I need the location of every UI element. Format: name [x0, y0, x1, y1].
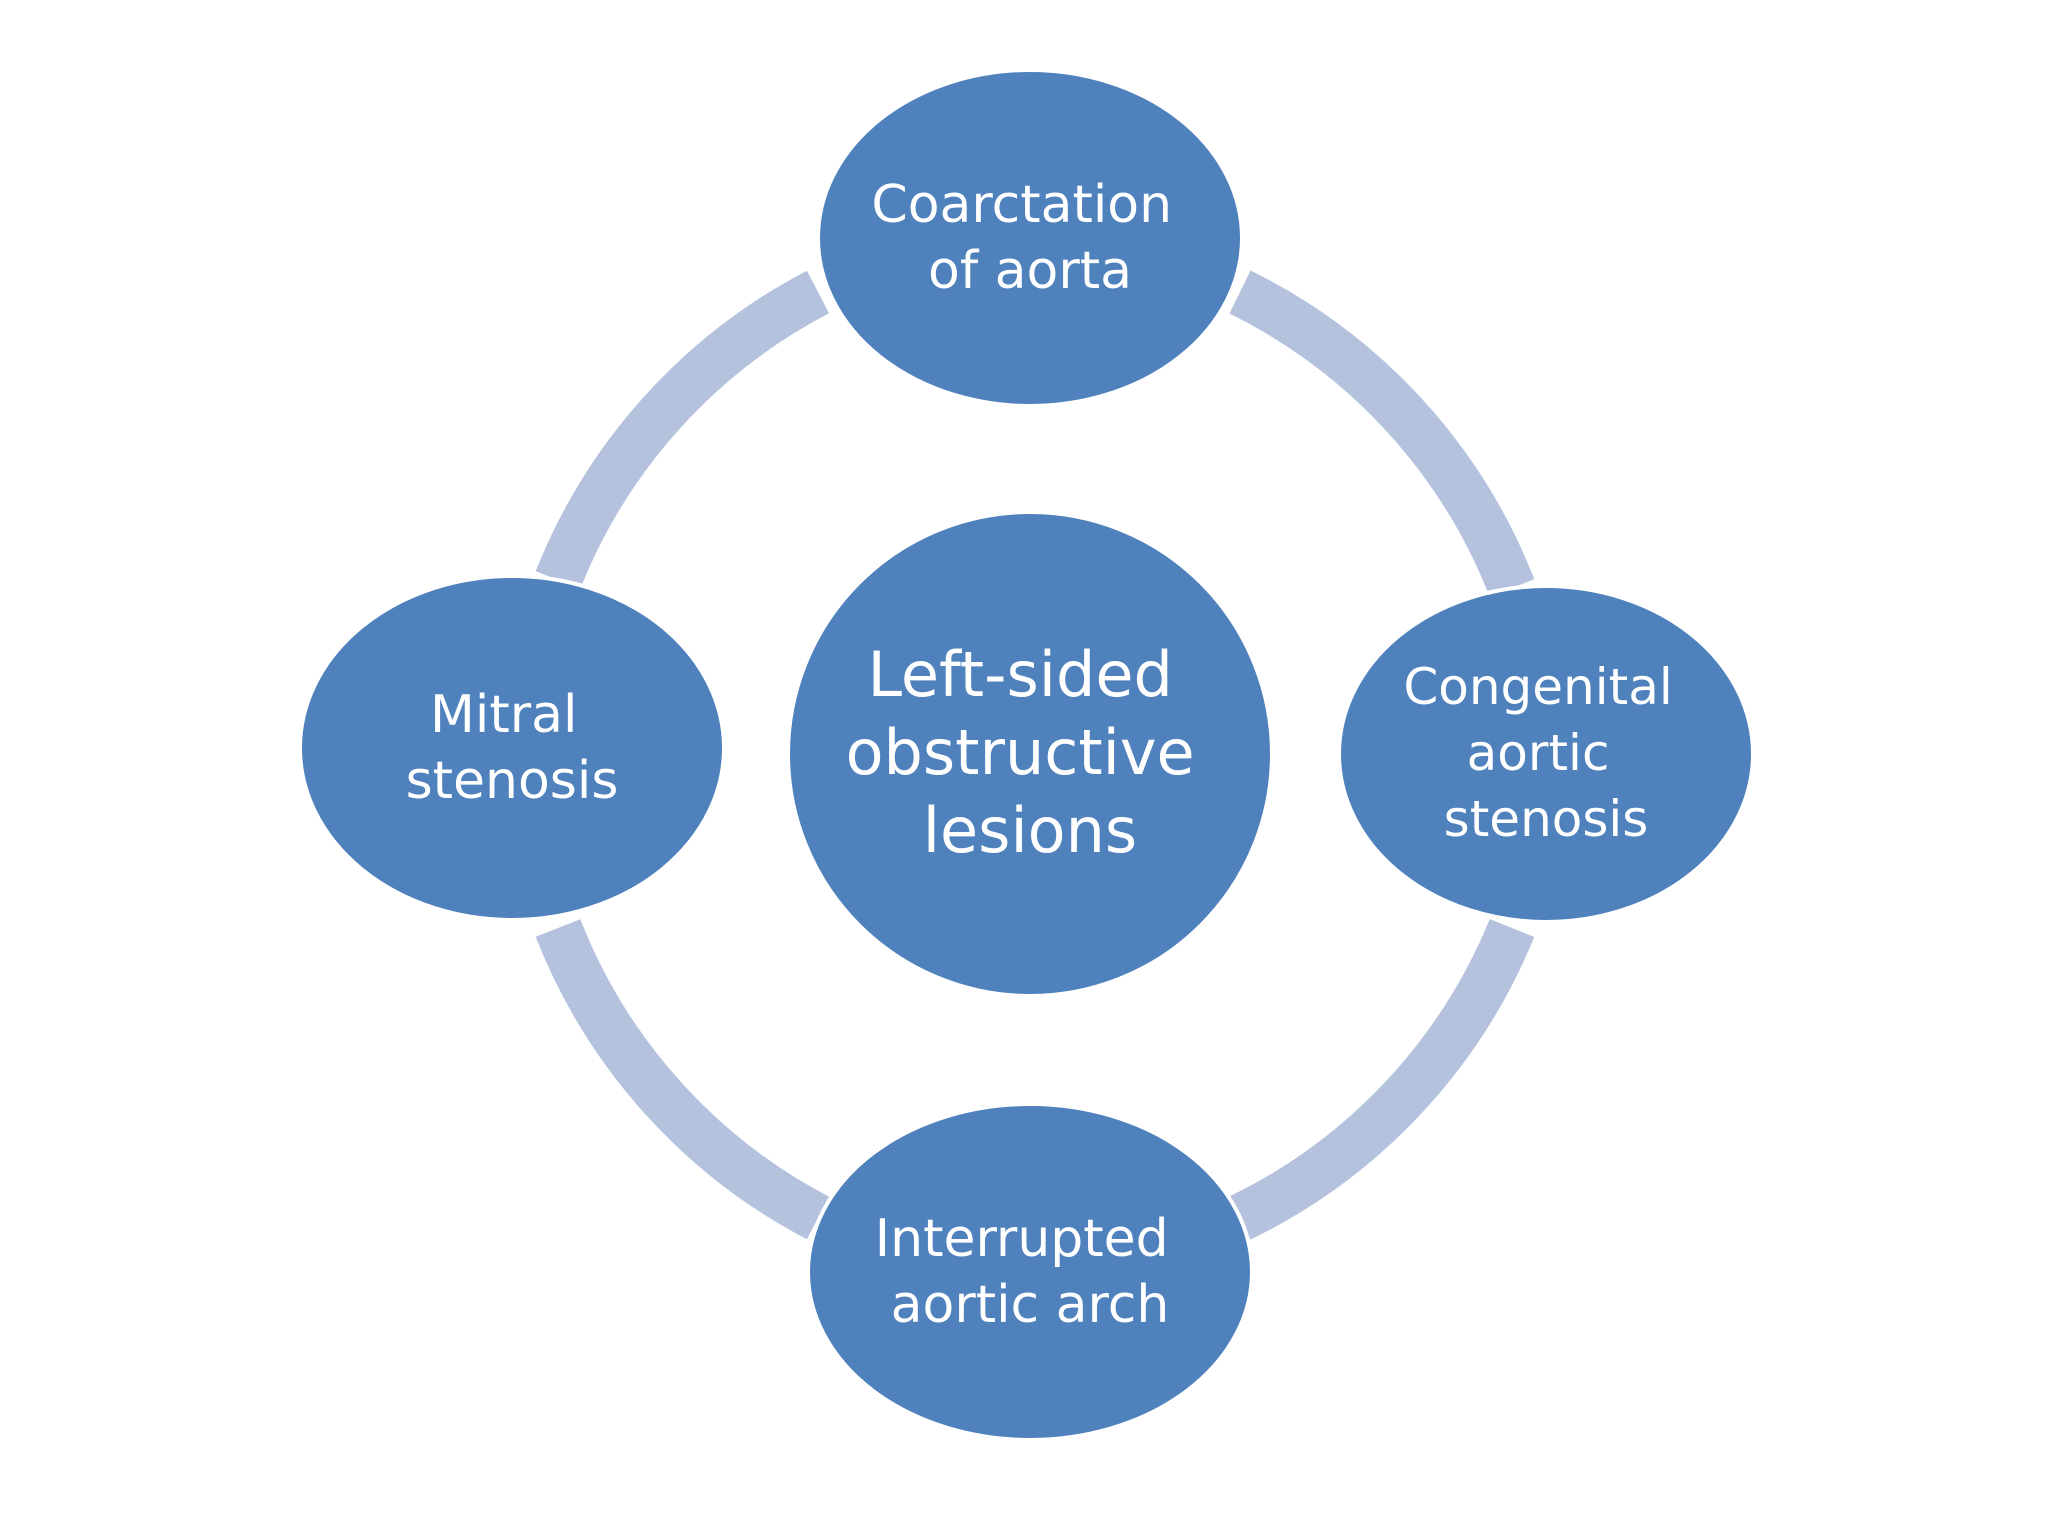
- node-left-label-line-1: Mitral: [430, 685, 577, 745]
- node-left-label: Mitral stenosis: [406, 685, 619, 811]
- node-top-label-line-1: Coarctation: [871, 175, 1172, 235]
- node-right-label: Congenital aortic stenosis: [1403, 658, 1688, 848]
- node-right-ellipse: [1337, 584, 1755, 924]
- node-right-label-line-2: aortic: [1467, 724, 1610, 782]
- ring-arc-top-right: [1229, 270, 1535, 597]
- center-label-line-2: obstructive: [846, 716, 1195, 789]
- node-top-ellipse: [816, 68, 1244, 408]
- node-top-label-line-2: of aorta: [928, 241, 1132, 301]
- center-label-line-1: Left-sided: [867, 638, 1172, 711]
- node-bottom-label-line-1: Interrupted: [875, 1209, 1169, 1269]
- node-coarctation-of-aorta: Coarctation of aorta: [816, 68, 1244, 408]
- center-circle: [786, 510, 1274, 998]
- node-left-label-line-2: stenosis: [406, 751, 619, 811]
- ring-arcs: [535, 270, 1535, 1240]
- node-bottom-label-line-2: aortic arch: [891, 1275, 1170, 1335]
- node-bottom-label: Interrupted aortic arch: [875, 1209, 1185, 1335]
- node-mitral-stenosis: Mitral stenosis: [298, 574, 726, 922]
- node-bottom-ellipse: [806, 1102, 1254, 1442]
- center-label: Left-sided obstructive lesions: [846, 638, 1215, 867]
- ring-arc-right-bottom: [1229, 918, 1535, 1240]
- node-left-ellipse: [298, 574, 726, 922]
- node-top-label: Coarctation of aorta: [871, 175, 1188, 301]
- ring-arc-bottom-left: [535, 919, 830, 1240]
- node-interrupted-aortic-arch: Interrupted aortic arch: [806, 1102, 1254, 1442]
- node-congenital-aortic-stenosis: Congenital aortic stenosis: [1337, 584, 1755, 924]
- center-node: Left-sided obstructive lesions: [786, 510, 1274, 998]
- ring-arc-left-top: [535, 270, 830, 589]
- center-label-line-3: lesions: [923, 794, 1137, 867]
- node-right-label-line-3: stenosis: [1444, 790, 1649, 848]
- node-right-label-line-1: Congenital: [1403, 658, 1672, 716]
